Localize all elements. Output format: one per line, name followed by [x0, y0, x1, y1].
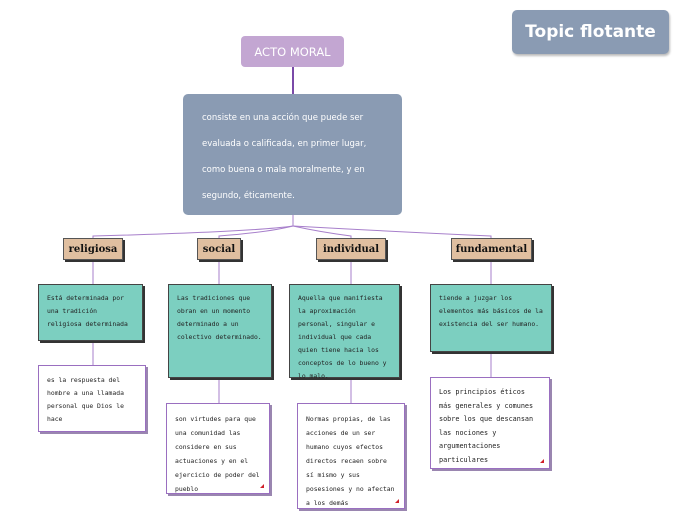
description-religiosa[interactable]: Está determinada por una tradición relig…: [38, 284, 143, 341]
note-text: Normas propias, de las acciones de un se…: [306, 415, 395, 507]
note-religiosa[interactable]: es la respuesta del hombre a una llamada…: [38, 365, 146, 432]
description-social[interactable]: Las tradiciones que obran en un momento …: [168, 284, 272, 378]
definition-node[interactable]: consiste en una acción que puede ser eva…: [183, 94, 402, 215]
note-fundamental[interactable]: Los principios éticos más generales y co…: [430, 377, 550, 469]
note-text: son virtudes para que una comunidad las …: [175, 415, 260, 493]
note-marker-icon: [540, 459, 544, 463]
note-individual[interactable]: Normas propias, de las acciones de un se…: [297, 403, 405, 509]
note-marker-icon: [395, 499, 399, 503]
label-fundamental[interactable]: fundamental: [451, 238, 532, 260]
label-social[interactable]: social: [197, 238, 241, 260]
note-marker-icon: [260, 484, 264, 488]
note-social[interactable]: son virtudes para que una comunidad las …: [166, 403, 270, 494]
description-individual[interactable]: Aquella que manifiesta la aproximación p…: [289, 284, 400, 380]
label-individual[interactable]: individual: [316, 238, 386, 260]
label-religiosa[interactable]: religiosa: [63, 238, 123, 260]
description-fundamental[interactable]: tiende a juzgar los elementos más básico…: [430, 284, 552, 352]
root-topic[interactable]: ACTO MORAL: [241, 36, 344, 67]
note-text: Los principios éticos más generales y co…: [439, 388, 534, 464]
note-text: es la respuesta del hombre a una llamada…: [47, 376, 124, 423]
floating-topic[interactable]: Topic flotante: [512, 10, 669, 54]
